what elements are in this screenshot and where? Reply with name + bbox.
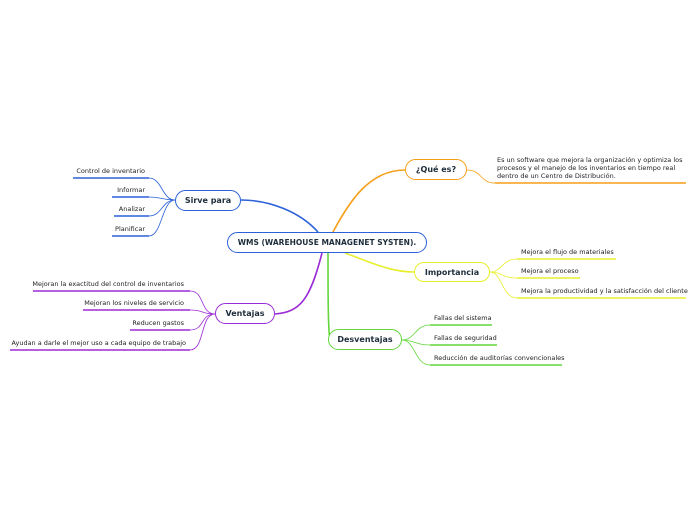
- connector-sir-3: [148, 199, 176, 217]
- leaf-desventajas[interactable]: Reducción de auditorías convencionales: [434, 354, 565, 362]
- branch-ventajas[interactable]: Ventajas: [215, 303, 275, 324]
- connector-sir-4: [148, 199, 176, 237]
- connector-que-es-leaf: [466, 169, 496, 184]
- connector-des-3: [401, 339, 431, 366]
- connector-root-ventajas: [274, 252, 323, 315]
- leaf-ventajas[interactable]: Mejoran los niveles de servicio: [84, 299, 184, 307]
- branch-importancia[interactable]: Importancia: [414, 262, 490, 282]
- connector-root-que-es: [332, 169, 406, 233]
- leaf-importancia[interactable]: Mejora el flujo de materiales: [521, 248, 614, 256]
- leaf-ventajas[interactable]: Mejoran la exactitud del control de inve…: [32, 280, 184, 288]
- root-node[interactable]: WMS (WAREHOUSE MANAGENET SYSTEN).: [227, 232, 427, 253]
- leaf-sirve-para[interactable]: Planificar: [115, 225, 145, 233]
- leaf-importancia[interactable]: Mejora el proceso: [521, 267, 579, 275]
- connector-ven-3: [189, 313, 216, 331]
- leaf-desventajas[interactable]: Fallas de seguridad: [434, 334, 497, 342]
- connector-des-1: [401, 324, 431, 341]
- que-es-description[interactable]: Es un software que mejora la organizació…: [497, 156, 683, 180]
- connector-root-desventajas: [327, 252, 331, 341]
- leaf-importancia[interactable]: Mejora la productividad y la satisfacció…: [521, 287, 688, 295]
- connector-root-sirve: [240, 199, 319, 233]
- leaf-sirve-para[interactable]: Control de inventario: [76, 167, 145, 175]
- connector-imp-1: [489, 258, 518, 273]
- connector-ven-1: [189, 290, 216, 315]
- leaf-sirve-para[interactable]: Informar: [117, 186, 145, 194]
- leaf-ventajas[interactable]: Reducen gastos: [132, 319, 184, 327]
- connector-sir-1: [148, 177, 176, 201]
- branch-desventajas[interactable]: Desventajas: [328, 329, 402, 350]
- connector-root-importancia: [344, 252, 415, 273]
- branch-que-es[interactable]: ¿Qué es?: [405, 159, 467, 180]
- branch-sirve-para[interactable]: Sirve para: [175, 190, 241, 211]
- leaf-desventajas[interactable]: Fallas del sistema: [434, 314, 492, 322]
- leaf-ventajas[interactable]: Ayudan a darle el mejor uso a cada equip…: [11, 339, 186, 347]
- connector-imp-3: [489, 271, 518, 299]
- leaf-sirve-para[interactable]: Analizar: [118, 205, 145, 213]
- connector-ven-4: [189, 313, 216, 351]
- connector-sir-2: [148, 196, 176, 201]
